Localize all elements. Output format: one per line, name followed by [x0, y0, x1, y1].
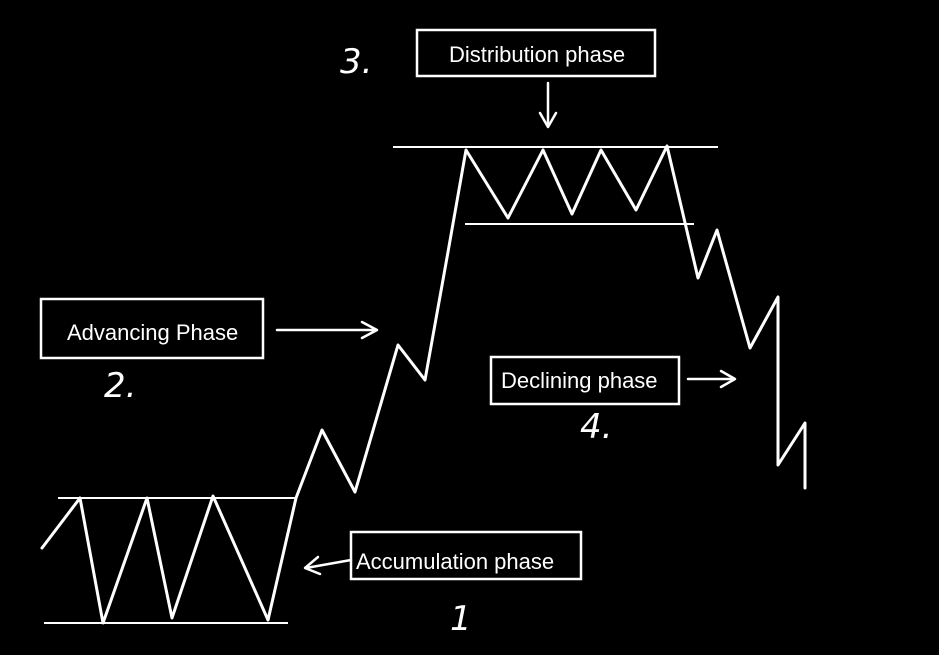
- advancing-right-arrow: [275, 320, 379, 340]
- accumulation-left-arrow: [303, 555, 353, 576]
- price-path-line: [40, 144, 807, 625]
- accumulation-phase-box: [349, 530, 583, 581]
- distribution-phase-number: 3.: [340, 42, 372, 82]
- distribution-down-arrow: [538, 81, 558, 129]
- accumulation-phase-number: 1: [450, 599, 472, 639]
- declining-right-arrow: [686, 369, 737, 389]
- distribution-phase-label: Distribution phase: [449, 42, 625, 67]
- accumulation-phase-label: Accumulation phase: [356, 549, 554, 574]
- declining-phase-number: 4.: [580, 407, 612, 447]
- declining-phase-label: Declining phase: [501, 368, 658, 393]
- declining-phase-box: [489, 355, 681, 406]
- advancing-phase-box: [39, 297, 265, 360]
- advancing-phase-number: 2.: [104, 366, 136, 406]
- advancing-phase-label: Advancing Phase: [67, 320, 238, 345]
- distribution-phase-box: [415, 28, 657, 78]
